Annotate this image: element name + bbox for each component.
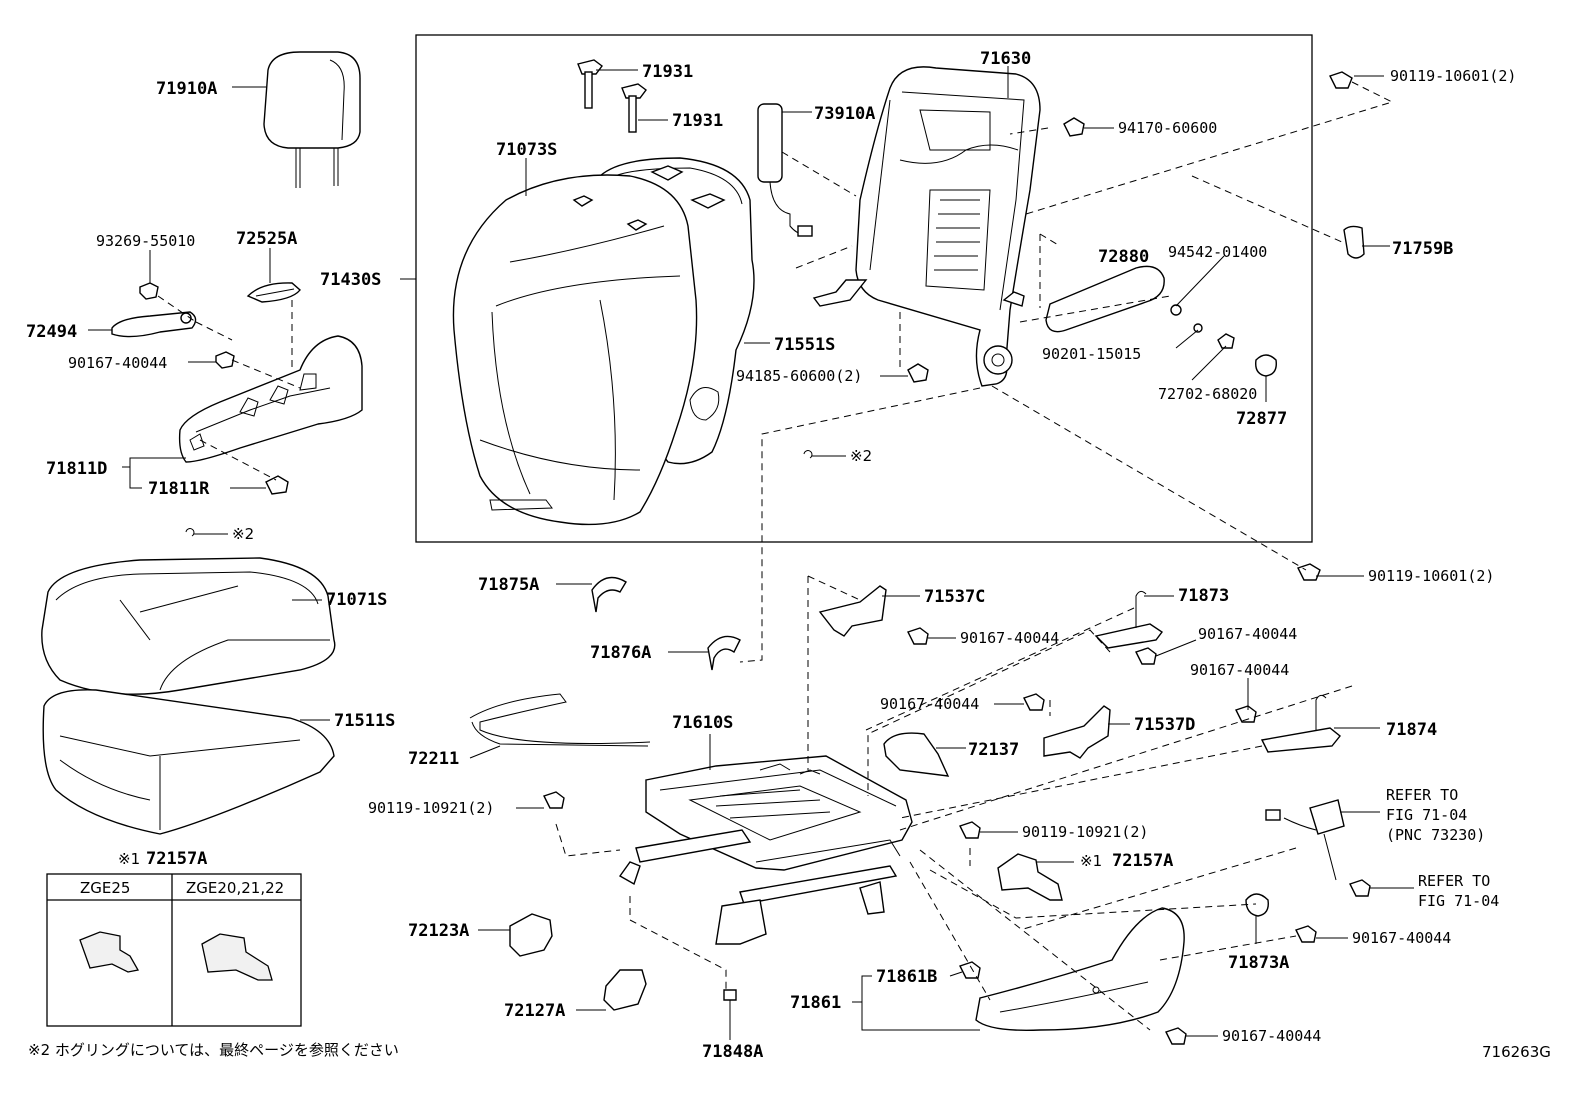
part-labels: 71910A 93269-55010 72525A 72494 90167-40… [26, 49, 1516, 1062]
seatback-frame [812, 66, 1041, 387]
label-72211: 72211 [408, 749, 459, 769]
seatback-assembly-frame [415, 34, 1313, 543]
label-71873A: 71873A [1228, 953, 1289, 973]
label-90167-40044-c: 90167-40044 [1198, 625, 1297, 643]
label-90167-40044-e: 90167-40044 [880, 695, 979, 713]
label-refer-2a: REFER TO [1418, 872, 1490, 890]
label-71876A: 71876A [590, 643, 651, 663]
label-71861B: 71861B [876, 967, 937, 987]
label-72702-68020: 72702-68020 [1158, 385, 1257, 403]
label-71811D: 71811D [46, 459, 107, 479]
label-71931-b: 71931 [672, 111, 723, 131]
label-90167-40044-f: 90167-40044 [1352, 929, 1451, 947]
label-71811R: 71811R [148, 479, 210, 499]
seat-cushion-drawing [41, 557, 336, 835]
label-refer-1b: FIG 71-04 [1386, 806, 1467, 824]
track-fasteners [543, 627, 1371, 1045]
hog-ring-marker-center: ※2 [803, 447, 872, 465]
label-90119-10601-b: 90119-10601(2) [1368, 567, 1494, 585]
recliner-cover-parts [88, 248, 363, 495]
variant-table-title: 72157A [146, 849, 207, 869]
footnote: ※2 ホグリングについては、最終ページを参照ください [28, 1041, 399, 1059]
label-71759B: 71759B [1392, 239, 1453, 259]
label-72157A-marker: ※1 [1080, 852, 1102, 870]
label-72880: 72880 [1098, 247, 1149, 267]
label-71511S: 71511S [334, 711, 395, 731]
label-90167-40044-a: 90167-40044 [68, 354, 167, 372]
label-refer-2b: FIG 71-04 [1418, 892, 1499, 910]
headrest-drawing [232, 51, 361, 188]
label-71551S: 71551S [774, 335, 835, 355]
label-93269-55010: 93269-55010 [96, 232, 195, 250]
label-71861: 71861 [790, 993, 841, 1013]
label-71875A: 71875A [478, 575, 539, 595]
label-90119-10921-a: 90119-10921(2) [368, 799, 494, 817]
label-90119-10601-a: 90119-10601(2) [1390, 67, 1516, 85]
label-72157A: 72157A [1112, 851, 1173, 871]
label-71931-a: 71931 [642, 62, 693, 82]
hog-ring-note-left: ※2 [232, 525, 254, 543]
side-airbag [757, 103, 813, 237]
label-71630: 71630 [980, 49, 1031, 69]
frame-fasteners [907, 71, 1365, 581]
figure-id: 716263G [1482, 1043, 1551, 1061]
label-71873: 71873 [1178, 586, 1229, 606]
label-refer-1c: (PNC 73230) [1386, 826, 1485, 844]
variant-col-zge25: ZGE25 [80, 879, 130, 897]
label-90167-40044-b: 90167-40044 [960, 629, 1059, 647]
label-72877: 72877 [1236, 409, 1287, 429]
label-90167-40044-d: 90167-40044 [1190, 661, 1289, 679]
label-refer-1a: REFER TO [1386, 786, 1458, 804]
label-94542-01400: 94542-01400 [1168, 243, 1267, 261]
variant-table-marker: ※1 [118, 850, 140, 868]
hog-ring-note-center: ※2 [850, 447, 872, 465]
label-71073S: 71073S [496, 140, 557, 160]
label-71848A: 71848A [702, 1042, 763, 1062]
headrest-guides [577, 59, 647, 133]
label-71071S: 71071S [326, 590, 387, 610]
label-90201-15015: 90201-15015 [1042, 345, 1141, 363]
label-71537D: 71537D [1134, 715, 1195, 735]
variant-table: ※1 72157A ZGE25 ZGE20,21,22 [46, 849, 302, 1027]
label-72525A: 72525A [236, 229, 297, 249]
clips-left [469, 576, 741, 747]
label-72127A: 72127A [504, 1001, 565, 1021]
label-90167-40044-g: 90167-40044 [1222, 1027, 1321, 1045]
label-71610S: 71610S [672, 713, 733, 733]
label-71910A: 71910A [156, 79, 217, 99]
label-94185-60600: 94185-60600(2) [736, 367, 862, 385]
label-90119-10921-b: 90119-10921(2) [1022, 823, 1148, 841]
label-73910A: 73910A [814, 104, 875, 124]
seat-track-frame [618, 755, 913, 945]
label-72123A: 72123A [408, 921, 469, 941]
label-72494: 72494 [26, 322, 77, 342]
label-71874: 71874 [1386, 720, 1437, 740]
label-72137: 72137 [968, 740, 1019, 760]
label-71537C: 71537C [924, 587, 985, 607]
label-71430S: 71430S [320, 270, 381, 290]
hog-ring-marker-left: ※2 [185, 525, 254, 543]
label-94170-60600: 94170-60600 [1118, 119, 1217, 137]
seatback-drawing [452, 157, 755, 526]
variant-col-zge20: ZGE20,21,22 [186, 879, 284, 897]
brackets-covers [509, 585, 1345, 1031]
